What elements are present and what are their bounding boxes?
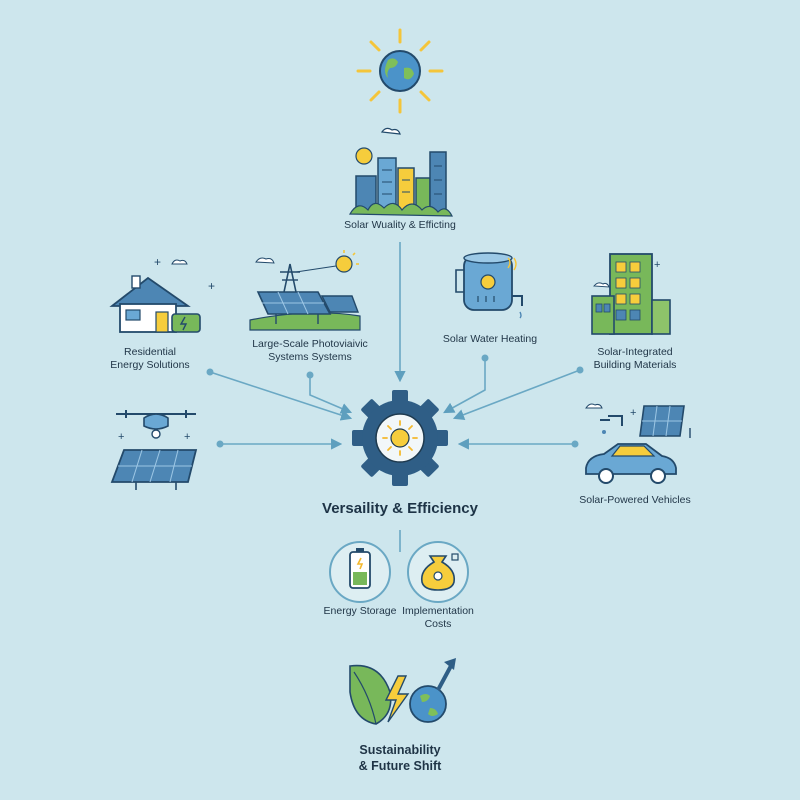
residential-label: Residential Energy Solutions: [110, 346, 190, 371]
svg-text:+: +: [184, 431, 190, 443]
svg-text:+: +: [154, 255, 161, 269]
svg-text:+: +: [208, 279, 215, 293]
center-title: Versaility & Efficiency: [322, 500, 478, 517]
top-node-label: Solar Wuality & Efficting: [344, 219, 456, 231]
vehicles-label: Solar-Powered Vehicles: [579, 494, 691, 506]
building-materials-label: Solar-Integrated Building Materials: [593, 346, 677, 371]
water-heater-icon: [455, 252, 523, 319]
svg-text:+: +: [630, 407, 636, 419]
connector-lines: [209, 242, 581, 552]
solar-building-icon: +: [591, 253, 671, 335]
connector-dots: [206, 354, 584, 448]
central-gear-icon: [352, 390, 448, 486]
city-skyline-icon: [348, 127, 453, 217]
sustainability-icon: [349, 658, 456, 725]
large-scale-label: Large-Scale Photoviaivic Systems Systems: [252, 338, 368, 363]
sustainability-label: Sustainability & Future Shift: [358, 743, 442, 773]
solar-farm-pylon-icon: [249, 250, 361, 331]
battery-icon: [329, 541, 391, 603]
solar-car-icon: +: [585, 403, 691, 484]
water-heating-label: Solar Water Heating: [442, 333, 538, 345]
drone-solar-panel-icon: + +: [110, 410, 198, 490]
implementation-costs-label: Implementation Costs: [402, 605, 474, 630]
svg-text:+: +: [654, 259, 660, 271]
energy-storage-label: Energy Storage: [323, 605, 397, 617]
globe-sun-icon: [356, 28, 444, 114]
money-bag-icon: [407, 541, 469, 603]
svg-text:+: +: [118, 431, 124, 443]
house-battery-icon: + +: [109, 255, 215, 333]
